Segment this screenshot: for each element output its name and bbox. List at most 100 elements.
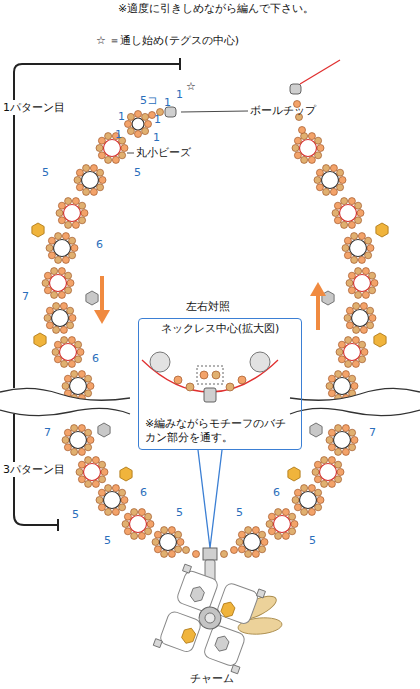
seed-bead (261, 539, 268, 546)
seed-bead (330, 165, 337, 172)
seed-bead (131, 509, 138, 516)
thread-loop (104, 492, 121, 509)
seed-bead (105, 133, 112, 140)
label-text: ※適度に引きしめながら編んで下さい。 (118, 2, 314, 15)
seed-bead (338, 356, 345, 363)
seed-bead (135, 131, 142, 138)
seed-bead (53, 326, 60, 333)
seed-bead (334, 202, 341, 209)
seed-bead (51, 291, 58, 298)
illustration-part (204, 612, 217, 625)
seed-bead (85, 480, 92, 487)
seed-bead (79, 202, 86, 209)
seed-bead (299, 127, 306, 134)
seed-bead (282, 509, 289, 516)
seed-bead (266, 521, 273, 528)
seed-bead (51, 268, 58, 275)
seed-bead (328, 480, 335, 487)
seed-bead (135, 111, 142, 118)
break-mark (0, 388, 130, 415)
thread-loop (334, 378, 351, 395)
seed-bead (71, 448, 78, 455)
seed-bead (64, 429, 71, 436)
seed-bead (154, 531, 161, 538)
seed-bead (330, 188, 337, 195)
seed-bead (48, 237, 55, 244)
seed-bead (362, 268, 369, 275)
seed-bead (87, 437, 94, 444)
crystal-bead (288, 467, 300, 481)
seed-bead (72, 198, 79, 205)
callout-number: 1 (176, 88, 183, 101)
seed-bead (98, 504, 105, 511)
seed-bead (301, 485, 308, 492)
seed-bead (67, 307, 74, 314)
illustration-part (174, 376, 182, 384)
illustration-part (300, 60, 340, 84)
crystal-bead (86, 291, 98, 305)
label-text: 丸小ビーズ (136, 146, 191, 159)
seed-bead (323, 165, 330, 172)
seed-bead (68, 360, 75, 367)
seed-bead (351, 383, 358, 390)
seed-bead (65, 287, 72, 294)
seed-bead (175, 531, 182, 538)
seed-bead (360, 326, 367, 333)
seed-bead (349, 429, 356, 436)
seed-bead (342, 448, 349, 455)
seed-bead (346, 280, 353, 287)
seed-bead (275, 509, 282, 516)
seed-bead (68, 337, 75, 344)
seed-bead (315, 137, 322, 144)
illustration-part (150, 352, 170, 372)
seed-bead (112, 508, 119, 515)
callout-heading: ネックレス中心(拡大図) (145, 322, 295, 336)
illustration-part (204, 388, 216, 402)
callout-number: 1 (154, 113, 161, 126)
seed-bead (326, 383, 333, 390)
seed-bead (138, 532, 145, 539)
seed-bead (359, 356, 366, 363)
seed-bead (90, 188, 97, 195)
callout-box: ネックレス中心(拡大図)※編みながらモチーフのバチカン部分を通す。 (138, 318, 302, 450)
seed-bead (83, 188, 90, 195)
seed-bead (314, 476, 321, 483)
seed-bead (312, 469, 319, 476)
charm (153, 548, 282, 676)
seed-bead (334, 217, 341, 224)
seed-bead (61, 337, 68, 344)
seed-bead (97, 184, 104, 191)
seed-bead (105, 485, 112, 492)
ball-tip (290, 84, 301, 94)
crystal-bead (32, 223, 44, 237)
seed-bead (112, 485, 119, 492)
seed-bead (87, 383, 94, 390)
seed-bead (85, 375, 92, 382)
seed-bead (308, 133, 315, 140)
seed-bead (367, 322, 374, 329)
thread-loop (52, 310, 69, 327)
seed-bead (55, 233, 62, 240)
seed-bead (85, 444, 92, 451)
seed-bead (337, 184, 344, 191)
seed-bead (317, 145, 324, 152)
seed-bead (316, 184, 323, 191)
label-text: ボールチップ (250, 104, 316, 117)
bead-chain (32, 84, 388, 558)
thread-loop (274, 516, 291, 533)
direction-arrow (94, 276, 326, 330)
seed-bead (67, 322, 74, 329)
seed-bead (339, 177, 346, 184)
illustration-part (290, 388, 420, 400)
illustration-part (127, 153, 134, 154)
seed-bead (367, 307, 374, 314)
seed-bead (308, 156, 315, 163)
seed-bead (78, 461, 85, 468)
seed-bead (69, 315, 76, 322)
seed-bead (61, 360, 68, 367)
seed-bead (105, 156, 112, 163)
seed-bead (138, 509, 145, 516)
seed-bead (193, 551, 200, 558)
seed-bead (54, 341, 61, 348)
